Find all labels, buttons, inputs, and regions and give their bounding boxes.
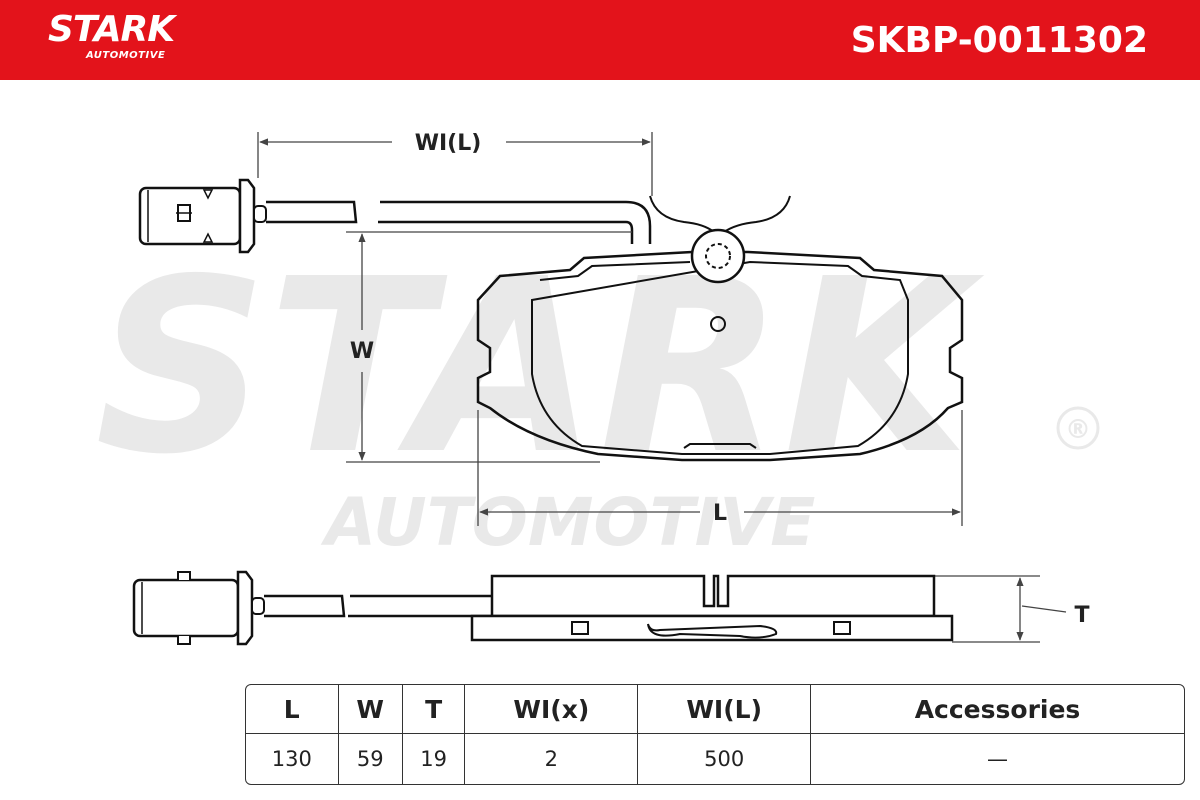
part-number: SKBP-0011302 (850, 20, 1148, 61)
spec-header-t: T (402, 685, 466, 734)
spec-value-accessories: — (987, 747, 1008, 771)
wear-indicator-wire-top (266, 195, 791, 244)
spec-header-l: L (246, 685, 339, 734)
brake-pad-side (470, 574, 954, 642)
header-bar: STARK AUTOMOTIVE SKBP-0011302 (0, 0, 1200, 80)
spec-value-w: 59 (339, 734, 403, 784)
dim-label-l: L (713, 501, 727, 526)
logo-brand: STARK (48, 9, 175, 50)
connector-top (138, 178, 267, 254)
dimension-lines (257, 132, 1067, 643)
spec-value-t: 19 (403, 734, 466, 784)
stark-logo: STARK AUTOMOTIVE (48, 9, 175, 62)
logo-sub: AUTOMOTIVE (86, 50, 166, 61)
spec-header-accessories: Accessories (811, 685, 1184, 734)
specs-table: L W T WI(x) WI(L) Accessories 130 59 19 … (245, 684, 1185, 785)
spec-header-w: W (338, 685, 403, 734)
watermark-registered: ® (1065, 415, 1091, 445)
spec-header-wi-x: WI(x) (465, 685, 639, 734)
spec-header-wi-l: WI(L) (638, 685, 812, 734)
dim-label-w: W (350, 339, 374, 364)
specs-header-row: L W T WI(x) WI(L) Accessories (246, 685, 1184, 734)
watermark: STARK AUTOMOTIVE ® (95, 227, 1100, 561)
connector-side (132, 570, 265, 646)
watermark-sub: AUTOMOTIVE (320, 484, 815, 561)
spec-value-wi-l: 500 (638, 734, 812, 784)
dim-label-t: T (1074, 603, 1089, 628)
specs-value-row: 130 59 19 2 500 — (246, 734, 1184, 784)
spec-value-l: 130 (246, 734, 339, 784)
dim-label-wi-l: WI(L) (415, 131, 482, 156)
spec-value-wi-x: 2 (465, 734, 639, 784)
brake-pad-face (476, 228, 964, 462)
registered-icon (1056, 406, 1100, 450)
